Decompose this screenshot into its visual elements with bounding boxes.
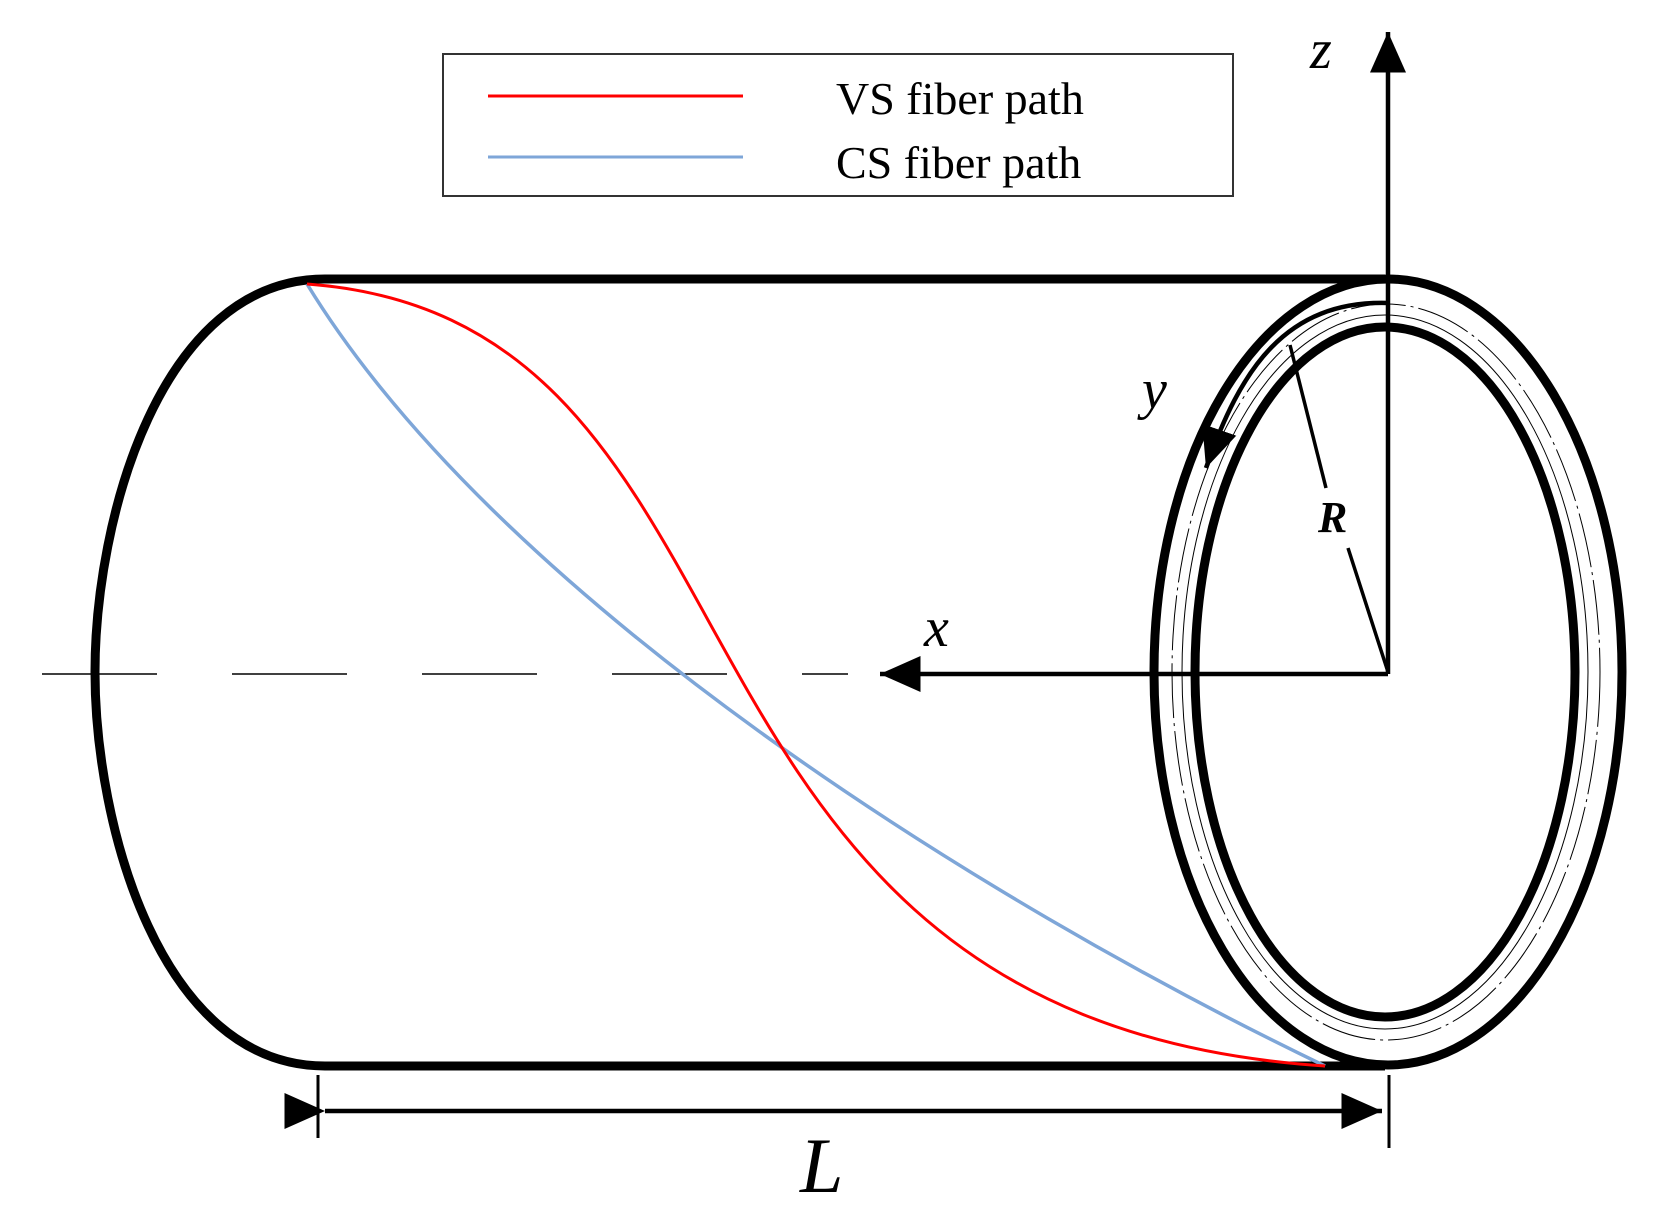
legend-label-vs: VS fiber path [836, 73, 1084, 124]
cylinder [90, 274, 1627, 1071]
x-axis-label: x [923, 597, 949, 659]
y-axis-arrow [1202, 300, 1389, 469]
y-axis-label: y [1137, 359, 1167, 421]
cylinder-left-end-arc [90, 274, 326, 1071]
radius-line-lower [1346, 547, 1390, 673]
length-label: L [799, 1122, 843, 1207]
z-axis-label: z [1309, 19, 1332, 81]
legend-label-cs: CS fiber path [836, 137, 1081, 188]
radius-label: R [1317, 493, 1347, 542]
vs-fiber-path [306, 282, 1326, 1068]
radius-line-upper [1288, 344, 1328, 489]
legend-frame [442, 53, 1234, 197]
legend: VS fiber path CS fiber path [442, 53, 1234, 197]
cs-fiber-path [305, 283, 1326, 1068]
